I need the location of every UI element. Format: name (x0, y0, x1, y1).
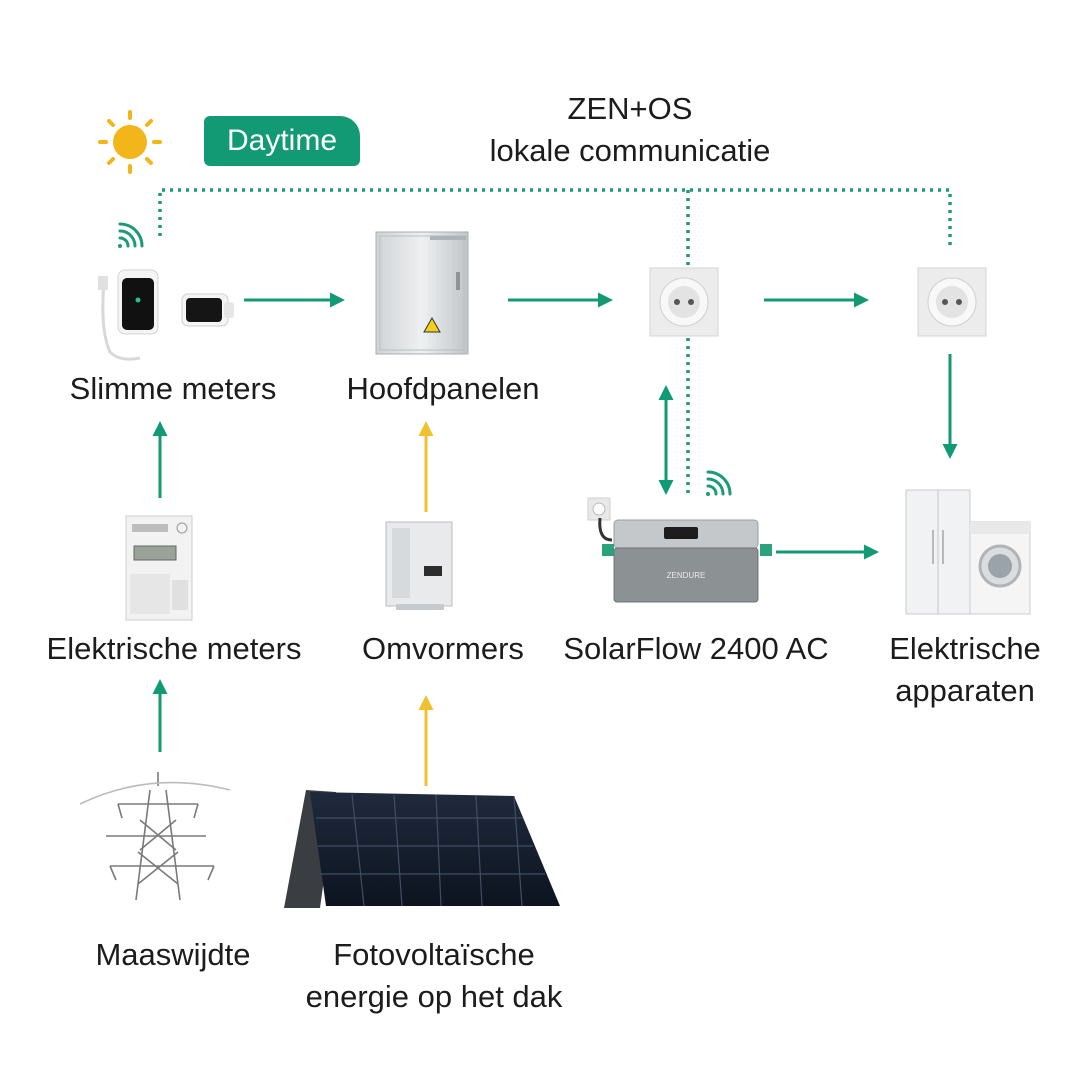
label-pv-line1: Fotovoltaïsche (333, 937, 535, 972)
label-electric-meters: Elektrische meters (46, 631, 302, 666)
inverter-icon (385, 521, 453, 610)
electric-meter-icon (125, 515, 193, 621)
zenos-subtitle: lokale communicatie (489, 133, 771, 168)
local-communication-bus (158, 188, 952, 498)
label-main-panels: Hoofdpanelen (346, 371, 540, 406)
label-grid: Maaswijdte (95, 937, 251, 972)
label-pv-line2: energie op het dak (305, 979, 563, 1014)
label-appliances-line1: Elektrische (889, 631, 1041, 666)
label-pv-roof: Fotovoltaïsche energie op het dak (276, 934, 592, 1018)
power-pylon-icon (79, 772, 231, 901)
wall-socket-icon (917, 267, 987, 337)
washing-machine-icon (969, 521, 1031, 615)
daytime-badge: Daytime (204, 116, 360, 166)
sun-icon (98, 110, 162, 174)
label-appliances: Elektrische apparaten (860, 628, 1070, 712)
label-inverters: Omvormers (362, 631, 524, 666)
wifi-icon (118, 222, 144, 248)
wall-socket-icon (649, 267, 719, 337)
label-solarflow: SolarFlow 2400 AC (563, 631, 829, 666)
label-appliances-line2: apparaten (895, 673, 1035, 708)
brand-text: ZENDURE (667, 571, 706, 580)
electrical-cabinet-icon (375, 231, 469, 355)
wifi-icon (706, 470, 732, 496)
solar-roof-icon (284, 790, 560, 908)
smart-meter-icon (98, 269, 159, 361)
label-smart-meters: Slimme meters (69, 371, 277, 406)
zenos-header: ZEN+OS lokale communicatie (470, 88, 790, 172)
smart-plug-icon (181, 293, 234, 327)
zenos-title: ZEN+OS (567, 91, 693, 126)
flow-arrows-green (152, 292, 958, 752)
refrigerator-icon (905, 489, 971, 615)
solarflow-battery-icon: ZENDURE (587, 497, 772, 603)
